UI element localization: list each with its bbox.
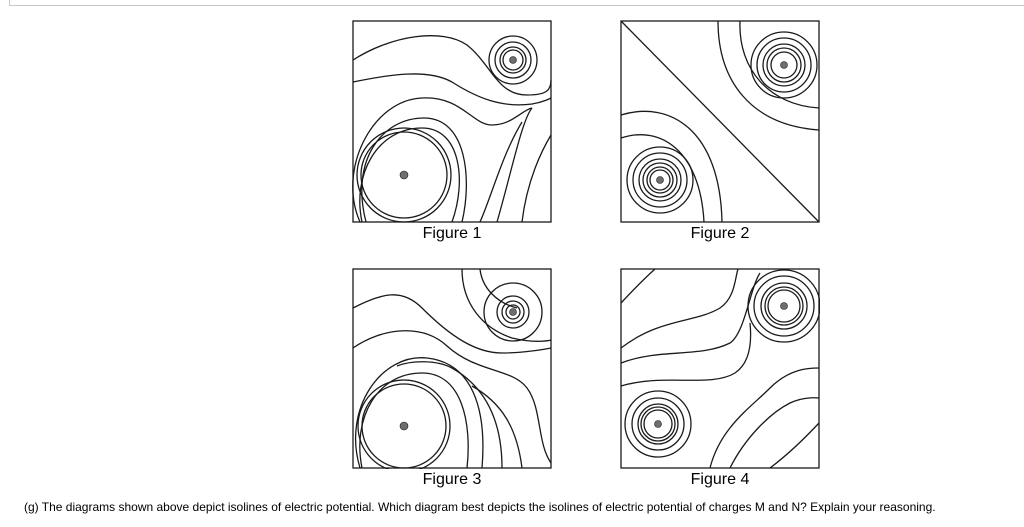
figure-4-isoline [769, 422, 820, 469]
figure-4-isoline [640, 406, 676, 442]
figure-1-isoline [352, 97, 533, 223]
figure-1-isoline [521, 134, 552, 223]
figure-3-charge-large [399, 421, 409, 431]
figure-2-isoline [620, 134, 705, 223]
figure-4-isoline [637, 403, 679, 445]
figure-2-isoline [646, 166, 674, 194]
figure-2-charge-bottom [656, 176, 664, 184]
figure-1-panel: Figure 1 [352, 20, 552, 242]
figure-2-isoline [717, 20, 820, 131]
figure-3-isoline [355, 357, 484, 469]
figure-4-charge-top [780, 302, 788, 310]
figure-3-isoline [471, 385, 523, 469]
figure-1-isoline [356, 127, 452, 223]
figure-2-isoline-diagram [620, 20, 820, 223]
figure-4-isoline [729, 397, 820, 469]
figure-3-isoline [352, 294, 552, 354]
figure-1-isoline [499, 46, 527, 74]
figure-4-frame [620, 268, 820, 469]
figure-3-charge-small [509, 308, 517, 316]
figure-4-isoline [620, 268, 656, 304]
figure-2-isoline [766, 47, 802, 83]
figure-2-isoline [626, 146, 694, 214]
question-text: (g) The diagrams shown above depict isol… [24, 500, 936, 514]
figure-4-panel: Figure 4 [620, 268, 820, 488]
figure-3-isoline [357, 379, 451, 469]
figure-4-isoline [764, 286, 804, 326]
figure-1-frame [352, 20, 552, 223]
figure-2-charge-top [780, 61, 788, 69]
figure-4-isoline [767, 289, 801, 323]
figure-4-isoline [631, 397, 685, 451]
top-frame-border [9, 0, 1024, 6]
figure-1-isoline [496, 107, 533, 223]
figure-2-label: Figure 2 [690, 225, 750, 242]
figure-3-frame [352, 268, 552, 469]
figure-3-label: Figure 3 [422, 471, 482, 488]
figure-2-isoline [642, 162, 678, 198]
figure-2-isoline [739, 20, 820, 109]
figure-1-charge-large [399, 170, 409, 180]
figure-1-isoline [361, 117, 467, 223]
figure-4-isoline [709, 367, 820, 469]
figure-4-isoline [620, 268, 739, 349]
figure-1-isoline [352, 73, 552, 106]
figure-3-isoline [461, 268, 552, 342]
figure-1-isoline [488, 35, 538, 85]
figure-1-isoline-diagram [352, 20, 552, 223]
figure-4-isoline [624, 390, 692, 458]
figure-4-isoline [760, 282, 808, 330]
figure-1-label: Figure 1 [422, 225, 482, 242]
figure-3-isoline [501, 300, 525, 324]
figure-2-isoline [750, 31, 818, 99]
figure-1-isoline [360, 131, 448, 219]
figure-2-isoline [638, 158, 682, 202]
figure-3-isoline [496, 295, 530, 329]
figure-3-isoline [479, 268, 518, 309]
figure-2-frame [620, 20, 820, 223]
figure-2-isoline [632, 152, 688, 208]
figure-4-isoline [620, 322, 752, 387]
figure-3-isoline [483, 282, 543, 342]
figure-4-isoline [620, 272, 761, 364]
figure-2-isoline [620, 110, 723, 223]
figure-3-isoline [352, 330, 552, 464]
figure-4-isoline-diagram [620, 268, 820, 469]
figure-3-isoline [505, 304, 521, 320]
figure-3-isoline [361, 383, 447, 469]
figure-1-isoline [502, 49, 524, 71]
figure-1-isoline [359, 127, 460, 223]
figure-1-isoline [352, 35, 552, 96]
figure-4-isoline [747, 269, 820, 343]
figure-1-isoline [494, 41, 532, 79]
figure-2-panel: Figure 2 [620, 20, 820, 242]
figure-3-isoline-diagram [352, 268, 552, 469]
figure-4-label: Figure 4 [690, 471, 750, 488]
figure-3-isoline [359, 372, 469, 469]
figure-1-charge-small [509, 56, 517, 64]
figure-2-isoline [649, 169, 671, 191]
figure-4-isoline [643, 409, 673, 439]
figure-4-charge-bottom [654, 420, 662, 428]
figure-1-isoline [479, 121, 523, 223]
figure-4-isoline [753, 275, 815, 337]
figure-3-isoline [396, 361, 503, 469]
figure-2-isoline [756, 37, 812, 93]
figure-3-panel: Figure 3 [352, 268, 552, 488]
figure-2-isoline [762, 43, 806, 87]
figure-2-diagonal-isoline [620, 20, 820, 223]
figure-2-isoline [770, 51, 798, 79]
